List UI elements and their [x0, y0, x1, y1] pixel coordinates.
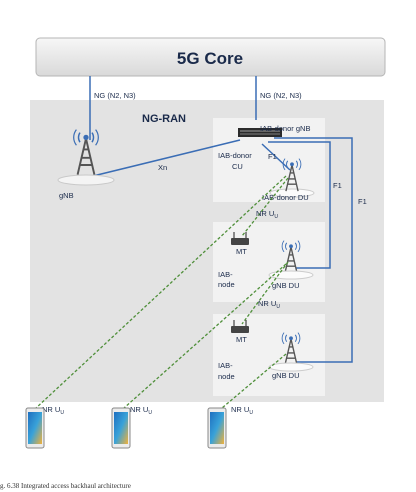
core-title: 5G Core [177, 49, 243, 68]
mt-2-icon [231, 320, 249, 333]
mt-1-icon [231, 232, 249, 245]
iab-node-2-base [268, 362, 314, 372]
gnb-du-1-label: gNB DU [272, 281, 300, 290]
f1-link-b [268, 141, 331, 269]
iab-node-1-base [268, 270, 314, 280]
mt-2-label: MT [236, 335, 247, 344]
gnb-du-2-label: gNB DU [272, 371, 300, 380]
f1-label-b: F1 [333, 181, 342, 190]
ue-3-uu-label: NR UU [231, 405, 253, 416]
donor-cu-label-1: IAB-donor [218, 151, 252, 160]
server-icon [238, 128, 282, 137]
donor-du-label: IAB-donor DU [262, 193, 309, 202]
ng-link-left-label: NG (N2, N3) [94, 91, 136, 100]
ue-phone-1-icon [25, 407, 45, 449]
iab-node-2-label-a: IAB- [218, 361, 233, 370]
iab-node-2-label-b: node [218, 372, 235, 381]
figure-caption: g. 6.38 Integrated access backhaul archi… [0, 482, 131, 490]
xn-label: Xn [158, 163, 167, 172]
iab-node-1-label-a: IAB- [218, 270, 233, 279]
donor-cu-label-2: CU [232, 162, 243, 171]
radio-link-donor-mt1 [241, 177, 289, 237]
f1-link-c [274, 137, 353, 363]
nr-uu-label-2: NR UU [258, 299, 280, 310]
radio-link-donor-ue1 [35, 175, 287, 409]
radio-link-node1-ue2 [123, 263, 287, 409]
iab-node-panel-2 [213, 314, 325, 396]
mt-1-label: MT [236, 247, 247, 256]
f1-label-c: F1 [358, 197, 367, 206]
iab-node-1-label-b: node [218, 280, 235, 289]
ran-title: NG-RAN [142, 113, 186, 125]
ue-2-uu-label: NR UU [130, 405, 152, 416]
donor-du-base [269, 188, 315, 198]
gnb-label: gNB [59, 191, 74, 200]
ran-area [30, 100, 384, 402]
ue-1-uu-label: NR UU [42, 405, 64, 416]
gnb-base [57, 174, 115, 186]
f1-label-a: F1 [268, 152, 277, 161]
ue-phone-2-icon [111, 407, 131, 449]
xn-link [92, 139, 241, 177]
donor-gnb-label: IAB-donor gNB [260, 124, 310, 133]
nr-uu-label-1: NR UU [256, 209, 278, 220]
ue-phone-3-icon [207, 407, 227, 449]
iab-node-panel-1 [213, 222, 325, 302]
core-box [35, 37, 386, 77]
radio-link-node1-mt2 [241, 261, 289, 325]
f1-link-a [261, 143, 291, 171]
ng-link-right-label: NG (N2, N3) [260, 91, 302, 100]
radio-link-node2-ue3 [221, 353, 287, 409]
